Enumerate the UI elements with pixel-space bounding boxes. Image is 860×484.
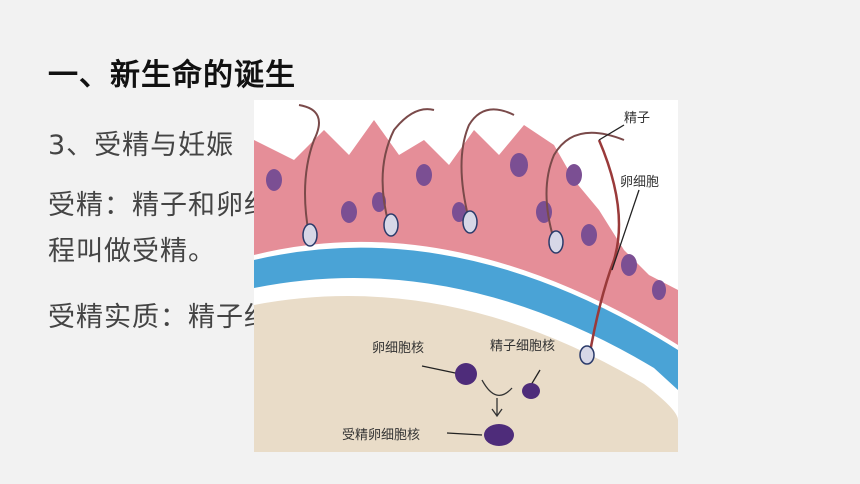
- label-sperm: 精子: [624, 111, 650, 126]
- egg-nucleus: [455, 363, 477, 385]
- label-zygote-nucleus: 受精卵细胞核: [342, 428, 420, 443]
- label-egg-nucleus: 卵细胞核: [372, 341, 424, 356]
- definition-line-2: 程叫做受精。: [48, 236, 216, 267]
- entering-sperm-head: [579, 345, 595, 365]
- slide-title: 一、新生命的诞生: [48, 58, 296, 93]
- entering-sperm-tail: [587, 139, 621, 359]
- diagram-svg: 精子 卵细胞 卵细胞核 精子细胞核 受精卵细胞核: [254, 104, 678, 452]
- zygote-nucleus: [484, 424, 514, 446]
- sperm-tails: [298, 104, 625, 241]
- fusion-arrow: [481, 379, 513, 396]
- label-sperm-nucleus: 精子细胞核: [490, 339, 555, 354]
- label-leaders: [421, 124, 640, 436]
- fertilization-diagram: 精子 卵细胞 卵细胞核 精子细胞核 受精卵细胞核: [254, 100, 678, 452]
- fusion-arrow-down: [491, 398, 503, 418]
- subheading: 3、受精与妊娠: [48, 130, 235, 161]
- sperm-nucleus: [522, 383, 540, 399]
- sperm-heads: [302, 210, 564, 254]
- label-egg-cell: 卵细胞: [620, 175, 659, 190]
